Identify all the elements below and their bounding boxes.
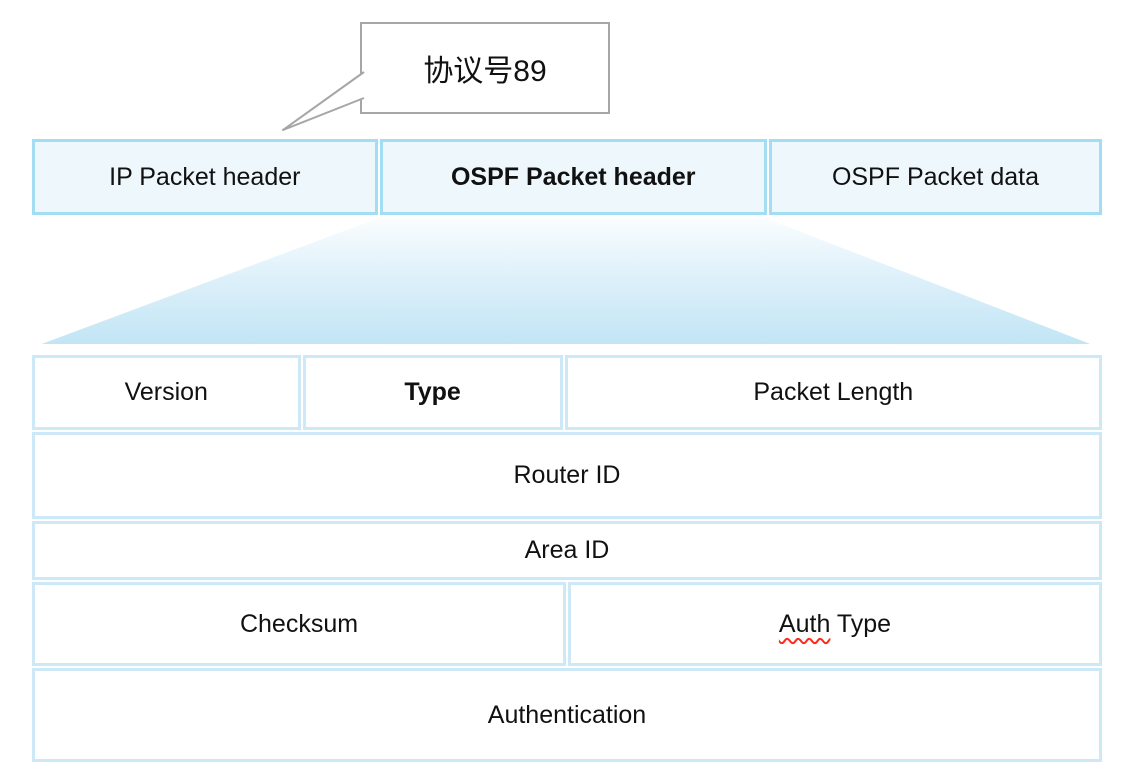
table-row: Router ID [32, 432, 1102, 519]
table-row: Authentication [32, 668, 1102, 762]
packet-bar-label: OSPF Packet header [450, 162, 696, 191]
table-row: Version Type Packet Length [32, 355, 1102, 430]
ospf-header-table: Version Type Packet Length Router ID Are… [32, 355, 1102, 762]
callout-protocol-number: 协议号89 [360, 22, 610, 114]
packet-bar-cell-ospf-header: OSPF Packet header [379, 139, 767, 215]
packet-bar-label: IP Packet header [109, 162, 301, 191]
callout-text: 协议号89 [423, 55, 547, 88]
field-label: Router ID [513, 461, 621, 489]
field-label: Area ID [524, 536, 610, 564]
callout-tail-pointer [282, 71, 365, 131]
expansion-funnel [41, 218, 1091, 344]
field-cell-auth-type: Auth Type [568, 582, 1102, 666]
field-cell-type: Type [302, 355, 563, 430]
field-label: Packet Length [753, 378, 914, 406]
field-label: Checksum [239, 609, 359, 638]
field-label-misspelled-part: Auth [778, 609, 831, 638]
field-cell-authentication: Authentication [32, 668, 1102, 762]
field-label-rest-part: Type [830, 609, 892, 638]
packet-bar: IP Packet header OSPF Packet header OSPF… [32, 139, 1102, 215]
table-row: Area ID [32, 521, 1102, 580]
field-label: Auth Type [779, 610, 891, 639]
field-cell-version: Version [32, 355, 301, 430]
table-row: Checksum Auth Type [32, 582, 1102, 666]
field-cell-router-id: Router ID [32, 432, 1102, 519]
field-label: Authentication [487, 700, 647, 729]
packet-bar-label: OSPF Packet data [831, 162, 1039, 191]
packet-bar-cell-ospf-data: OSPF Packet data [768, 139, 1102, 215]
field-cell-area-id: Area ID [32, 521, 1102, 580]
field-cell-packet-length: Packet Length [564, 355, 1102, 430]
field-label: Type [404, 378, 461, 406]
field-label: Version [124, 378, 208, 406]
field-cell-checksum: Checksum [32, 582, 566, 666]
packet-bar-cell-ip-header: IP Packet header [32, 139, 378, 215]
